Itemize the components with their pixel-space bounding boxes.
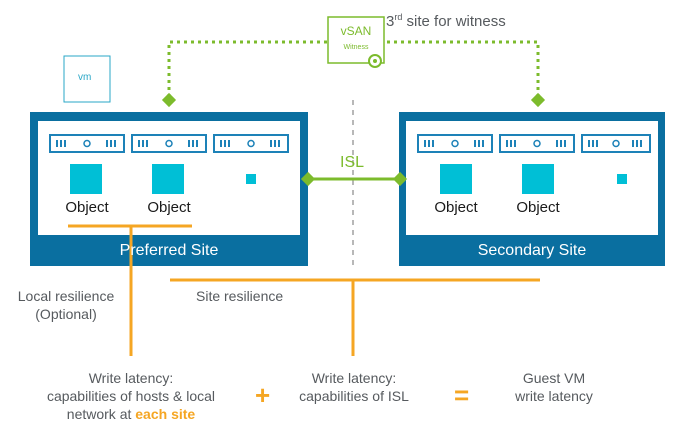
vsan-label: vSAN: [340, 24, 372, 38]
witness-link-preferred: [167, 40, 327, 100]
witness-diamond-secondary: [530, 92, 546, 108]
witness-site-title: 3rd site for witness: [386, 12, 506, 30]
witness-component-square: [246, 174, 256, 184]
host-server: [131, 134, 207, 153]
term2-line1: Write latency:: [311, 370, 397, 386]
isl-label: ISL: [340, 154, 365, 171]
each-site-emphasis: each site: [135, 406, 196, 422]
host-server: [213, 134, 289, 153]
isl-diamond-right: [392, 171, 408, 187]
witness-component-square: [617, 174, 627, 184]
object-label: Object: [516, 199, 560, 216]
term1-line3: network at: [66, 406, 136, 422]
term1-line1: Write latency:: [88, 370, 174, 386]
gear-icon: [368, 54, 382, 68]
host-server: [49, 134, 125, 153]
host-server: [581, 134, 651, 153]
plus-sign: +: [255, 380, 271, 410]
witness-diamond-preferred: [161, 92, 177, 108]
host-server: [417, 134, 493, 153]
site-resilience-label: Site resilience: [196, 288, 284, 304]
guest-vm-write-latency: Guest VM write latency: [492, 369, 616, 405]
witness-label: Witness: [343, 44, 369, 51]
witness-link-secondary: [387, 40, 540, 100]
object-label: Object: [65, 199, 109, 216]
write-latency-isl-term: Write latency: capabilities of ISL: [278, 369, 430, 405]
object-square: [522, 164, 554, 194]
result-line1: Guest VM: [522, 370, 586, 386]
vm-label: vm: [78, 72, 92, 83]
object-square: [440, 164, 472, 194]
object-label: Object: [434, 199, 478, 216]
isl-diamond-left: [300, 171, 316, 187]
local-resilience-line2: (Optional): [35, 306, 97, 322]
witness-title-rest: site for witness: [402, 13, 506, 30]
term1-line2: capabilities of hosts & local: [46, 388, 216, 404]
vm-box: [63, 55, 111, 103]
local-resilience-line1: Local resilience: [17, 288, 115, 304]
host-server: [499, 134, 575, 153]
equals-sign: =: [454, 380, 470, 410]
witness-title-prefix: 3: [386, 13, 395, 30]
object-label: Object: [147, 199, 191, 216]
term2-line2: capabilities of ISL: [299, 388, 409, 404]
object-square: [152, 164, 184, 194]
result-line2: write latency: [515, 388, 593, 404]
witness-title-sup: rd: [394, 12, 403, 22]
secondary-site-title: Secondary Site: [477, 242, 587, 259]
object-square: [70, 164, 102, 194]
preferred-site-title: Preferred Site: [119, 242, 219, 259]
write-latency-local-term: Write latency: capabilities of hosts & l…: [28, 369, 234, 423]
local-resilience-label: Local resilience (Optional): [2, 287, 130, 323]
vsan-witness-label: vSAN Witness: [329, 24, 383, 55]
